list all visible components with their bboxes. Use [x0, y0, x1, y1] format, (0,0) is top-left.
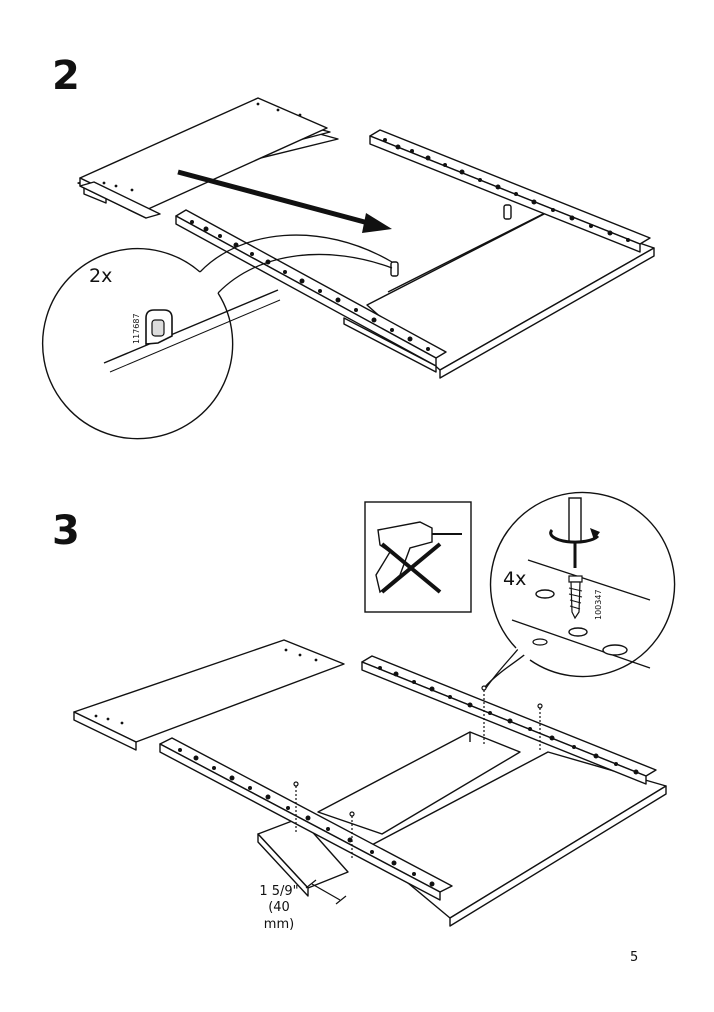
- step-3-number: 3: [52, 508, 80, 554]
- step-3-part-code: 100347: [594, 589, 603, 620]
- base-panel: [365, 751, 667, 927]
- right-side-rail: [369, 129, 651, 253]
- dimension-metric: (40 mm): [263, 900, 295, 932]
- step-3-quantity: 4x: [503, 568, 527, 590]
- step-2-quantity: 2x: [89, 265, 113, 287]
- step-2-number: 2: [52, 53, 80, 99]
- loose-panel: [73, 639, 345, 751]
- back-panel: [317, 731, 521, 835]
- front-panel: [257, 817, 349, 897]
- power-drill-prohibited-icon: [364, 501, 472, 613]
- dimension-imperial: 1 5/9": [259, 884, 299, 899]
- left-side-rail: [175, 209, 447, 373]
- screw-icon: [568, 575, 583, 620]
- arrow-icon: [177, 169, 392, 233]
- screwdriver-callout: [483, 491, 676, 689]
- detail-callout: [41, 234, 393, 440]
- page-number: 5: [630, 950, 639, 965]
- base-panel: [366, 211, 655, 379]
- screwdriver-icon: [549, 497, 600, 568]
- connector-icon: [145, 309, 173, 345]
- connector-icon: [503, 204, 512, 220]
- dimension-marker: [305, 879, 347, 905]
- dimension-label: 1 5/9" (40 mm): [252, 884, 306, 933]
- connector-icon: [390, 261, 399, 277]
- loose-panels: [77, 97, 339, 219]
